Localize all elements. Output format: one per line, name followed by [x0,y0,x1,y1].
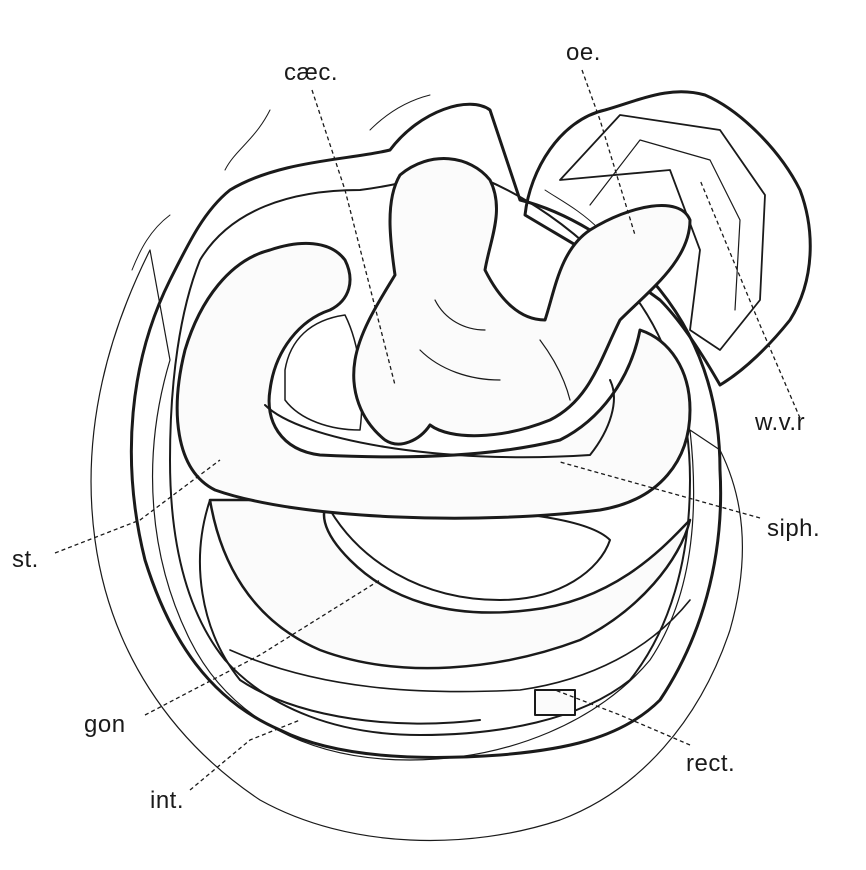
stomach-loop [175,241,692,520]
label-stomach: st. [12,546,39,573]
label-siphon: siph. [767,515,820,542]
rectum [534,689,576,716]
leader-rectum [554,689,691,746]
leader-intestine [189,719,301,791]
leader-lines [54,69,801,791]
leader-stomach [54,459,221,554]
label-caecum: cæc. [284,59,338,86]
wall-fragment [523,90,812,387]
leader-gonad [144,579,381,716]
label-gonad: gon [84,711,126,738]
leader-oesophagus [581,69,636,236]
label-rectum: rect. [686,750,735,777]
label-water-vascular-ring: w.v.r [754,409,805,436]
leader-water-vascular-ring [699,179,801,419]
label-oesophagus: oe. [566,39,601,66]
leader-caecum [311,89,396,386]
label-intestine: int. [150,787,184,814]
caecum-mass [352,157,692,446]
